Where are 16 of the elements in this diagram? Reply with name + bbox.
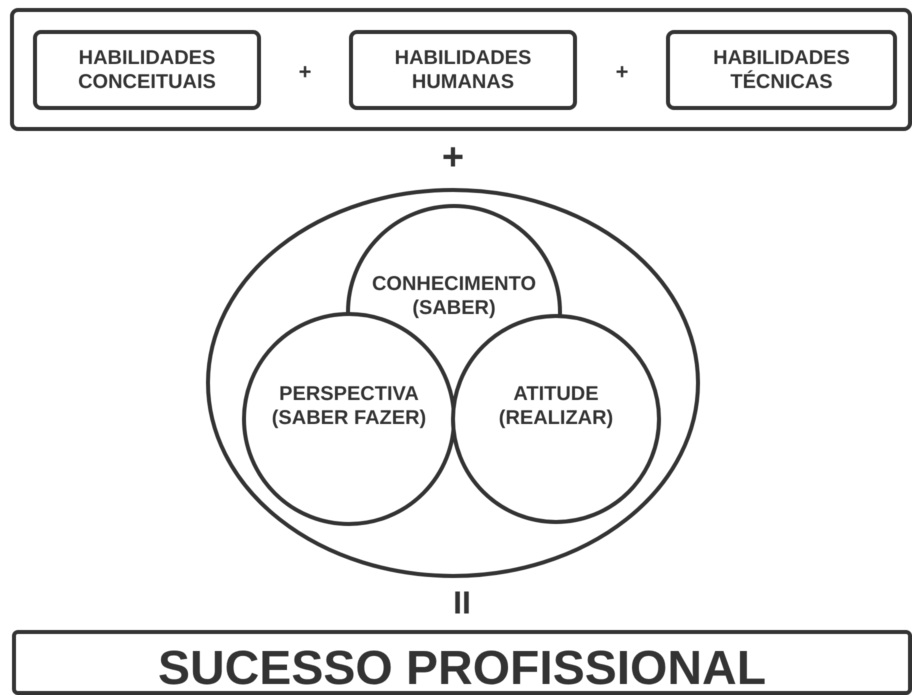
result-title: SUCESSO PROFISSIONAL bbox=[156, 641, 768, 695]
plus-sign: + bbox=[616, 59, 628, 85]
skill-box bbox=[33, 30, 261, 110]
skill-label: ATITUDE (REALIZAR) bbox=[498, 382, 614, 430]
skill-label: CONHECIMENTO (SABER) bbox=[370, 272, 538, 320]
plus-sign: + bbox=[442, 136, 464, 180]
plus-sign: + bbox=[298, 59, 312, 85]
result-box bbox=[12, 630, 912, 695]
group-box bbox=[10, 8, 912, 131]
skill-box bbox=[666, 30, 897, 110]
skill-box bbox=[349, 30, 577, 110]
equals-sign: II bbox=[453, 584, 471, 622]
skill-label: HABILIDADES CONCEITUAIS bbox=[77, 46, 217, 94]
skill-label: PERSPECTIVA (SABER FAZER) bbox=[270, 382, 428, 430]
skill-label: HABILIDADES TÉCNICAS bbox=[712, 46, 851, 94]
skill-label: HABILIDADES HUMANAS bbox=[394, 46, 532, 94]
